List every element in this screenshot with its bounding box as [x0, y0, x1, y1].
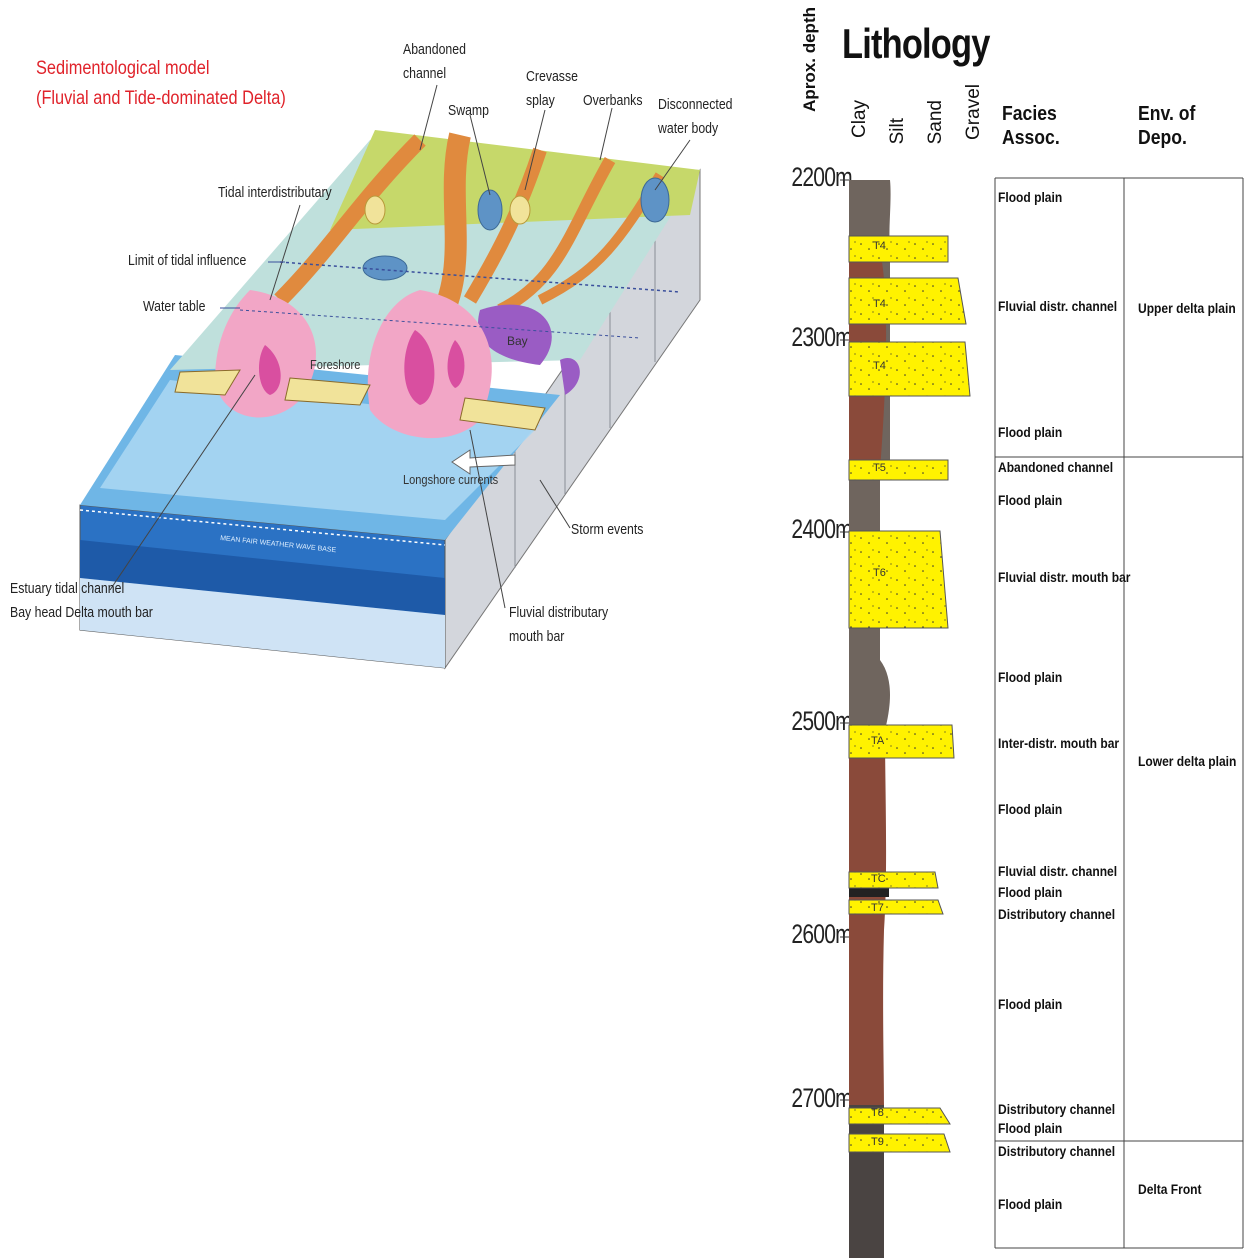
tag-tc: TC [871, 873, 886, 885]
facies-0: Flood plain [998, 189, 1062, 205]
label-foreshore: Foreshore [310, 357, 360, 372]
label-abandoned-channel: Abandoned channel [403, 38, 466, 86]
sand-bed-tc [849, 872, 938, 888]
tag-t4-3: T4 [873, 360, 886, 372]
tag-t6: T6 [873, 567, 886, 579]
sand-bed-t4-2 [849, 278, 966, 324]
env-delta-front: Delta Front [1138, 1181, 1202, 1197]
tag-t9: T9 [871, 1136, 884, 1148]
label-tidal-interdistributary: Tidal interdistributary [218, 181, 332, 205]
depth-axis-label: Aprox. depth [800, 7, 820, 112]
label-water-table: Water table [143, 295, 205, 319]
label-swamp: Swamp [448, 99, 489, 123]
facies-9: Fluvial distr. channel [998, 863, 1117, 879]
depth-2300: 2300m [791, 322, 846, 353]
dark-shale-bottom [849, 1105, 884, 1258]
label-disconnected-water-body: Disconnected water body [658, 93, 733, 141]
facies-1: Fluvial distr. channel [998, 298, 1117, 314]
depth-2700: 2700m [791, 1083, 846, 1114]
sand-bed-t5 [849, 460, 948, 480]
label-limit-tidal-influence: Limit of tidal influence [128, 249, 246, 273]
tag-ta: TA [871, 735, 884, 747]
shale-column-lower [849, 730, 886, 1105]
facies-header: Facies Assoc. [1002, 102, 1060, 150]
grain-clay: Clay [849, 100, 871, 138]
facies-4: Flood plain [998, 492, 1062, 508]
env-header: Env. of Depo. [1138, 102, 1195, 150]
tag-t4-2: T4 [873, 298, 886, 310]
sand-bed-t4-1 [849, 236, 948, 262]
facies-10: Flood plain [998, 884, 1062, 900]
swamp-pool [478, 190, 502, 230]
depth-2400: 2400m [791, 514, 846, 545]
label-longshore-currents: Longshore currents [403, 472, 498, 487]
label-crevasse-splay: Crevasse splay [526, 65, 578, 113]
facies-15: Distributory channel [998, 1143, 1115, 1159]
facies-12: Flood plain [998, 996, 1062, 1012]
sand-bed-t8 [849, 1108, 950, 1124]
grain-silt: Silt [887, 118, 909, 144]
depth-2500: 2500m [791, 706, 846, 737]
sand-bed-t9 [849, 1134, 950, 1152]
sand-bed-t7 [849, 900, 943, 914]
lithology-log [840, 170, 1247, 1258]
depth-2600: 2600m [791, 919, 846, 950]
env-upper-delta-plain: Upper delta plain [1138, 300, 1236, 316]
tag-t4-1: T4 [873, 240, 886, 252]
label-estuary-tidal-channel: Estuary tidal channel Bay head Delta mou… [10, 577, 153, 625]
tag-t8: T8 [871, 1107, 884, 1119]
disconnected-water [641, 178, 669, 222]
facies-3: Abandoned channel [998, 459, 1113, 475]
facies-16: Flood plain [998, 1196, 1062, 1212]
label-fluvial-distributary-mouth-bar: Fluvial distributary mouth bar [509, 601, 608, 649]
facies-2: Flood plain [998, 424, 1062, 440]
label-overbanks: Overbanks [583, 89, 642, 113]
facies-5: Fluvial distr. mouth bar [998, 569, 1130, 585]
facies-7: Inter-distr. mouth bar [998, 735, 1119, 751]
lithology-title: Lithology [842, 20, 990, 68]
facies-14: Flood plain [998, 1120, 1062, 1136]
facies-11: Distributory channel [998, 906, 1115, 922]
tag-t7: T7 [871, 902, 884, 914]
facies-13: Distributory channel [998, 1101, 1115, 1117]
label-bay: Bay [507, 334, 528, 348]
env-lower-delta-plain: Lower delta plain [1138, 753, 1236, 769]
facies-8: Flood plain [998, 801, 1062, 817]
grain-gravel: Gravel [963, 84, 985, 140]
sand-bed-ta [849, 725, 954, 758]
sand-bed-t6 [849, 531, 948, 628]
sand-bed-t4-3 [849, 342, 970, 396]
label-storm-events: Storm events [571, 518, 643, 542]
grain-sand: Sand [925, 100, 947, 144]
facies-6: Flood plain [998, 669, 1062, 685]
depth-2200: 2200m [791, 162, 846, 193]
tag-t5: T5 [873, 462, 886, 474]
